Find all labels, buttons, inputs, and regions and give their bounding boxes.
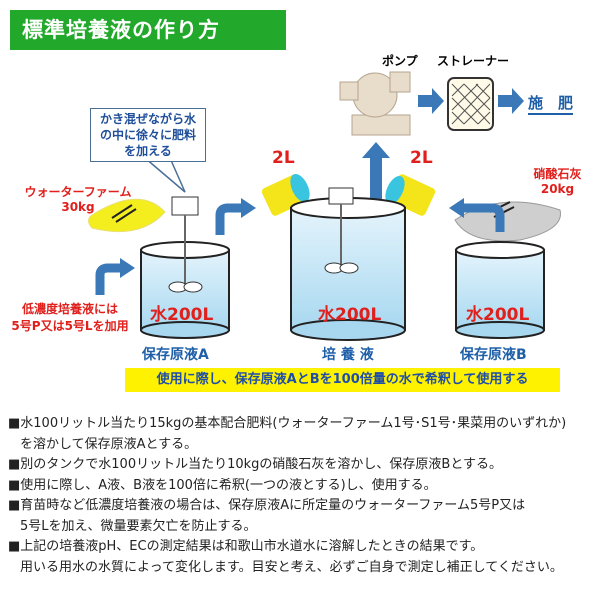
note-line: ■上記の培養液pH、ECの測定結果は和歌山市水道水に溶解したときの結果です。 — [8, 539, 484, 554]
tank-b-label: 保存原液B — [460, 347, 527, 363]
arrow-icon — [498, 88, 524, 114]
low-conc-line: 低濃度培養液には — [21, 302, 118, 316]
tank-center — [290, 197, 406, 341]
volume-label: 2L — [272, 148, 295, 168]
strainer-label: ストレーナー — [437, 54, 510, 68]
low-conc-note: 低濃度培養液には 5号P又は5号Lを加用 — [5, 300, 135, 334]
tank-a-water: 水200L — [150, 305, 214, 325]
mixer-icon — [324, 187, 359, 274]
tank-b-water: 水200L — [466, 305, 530, 325]
diagram — [88, 71, 561, 341]
tank-center-label: 培 養 液 — [322, 347, 374, 363]
notes: ■水100リットル当たり15kgの基本配合肥料(ウォーターファーム1号･S1号･… — [8, 414, 598, 578]
callout-line: の中に徐々に肥料 — [99, 128, 196, 142]
water-farm-weight: 30kg — [61, 200, 95, 214]
volume-label: 2L — [410, 148, 433, 168]
arrow-icon — [95, 263, 122, 295]
callout-line: を加える — [124, 144, 172, 158]
callout-line: かき混ぜながら水 — [99, 112, 196, 126]
arrow-icon — [462, 203, 505, 232]
note-line: ■使用に際し、A液、B液を100倍に希釈(一つの液とする)し、使用する。 — [8, 477, 437, 493]
note-line: 5号Lを加え、微量要素欠亡を防止する。 — [20, 518, 257, 534]
calcium-weight: 20kg — [540, 182, 575, 196]
tank-b — [455, 241, 545, 339]
dilution-banner: 使用に際し、保存原液AとBを100倍量の水で希釈して使用する — [125, 368, 560, 392]
note-line: を溶かして保存原液Aとする。 — [20, 436, 198, 452]
note-line: ■別のタンクで水100リットル当たり10kgの硝酸石灰を溶かし、保存原液Bとする… — [8, 457, 502, 472]
note-line: 用いる用水の水質によって変化します。目安と考え、必ずご自身で測定し補正してくださ… — [20, 559, 563, 575]
fertilizer-bag-icon — [88, 198, 166, 233]
page-title: 標準培養液の作り方 — [10, 10, 286, 50]
note-line: ■水100リットル当たり15kgの基本配合肥料(ウォーターファーム1号･S1号･… — [8, 416, 567, 431]
pump-icon — [339, 71, 411, 136]
water-farm-name: ウォーターファーム — [24, 185, 132, 199]
tank-center-water: 水200L — [318, 305, 382, 325]
arrow-icon — [362, 142, 390, 200]
pump-label: ポンプ — [382, 54, 418, 68]
arrow-icon — [215, 203, 243, 235]
calcium-name: 硝酸石灰 — [533, 167, 582, 181]
instruction-callout: かき混ぜながら水 の中に徐々に肥料 を加える — [90, 108, 206, 162]
mixer-icon — [168, 196, 203, 293]
low-conc-line: 5号P又は5号Lを加用 — [11, 319, 129, 333]
arrow-icon — [418, 88, 444, 114]
tank-a-label: 保存原液A — [142, 347, 209, 363]
strainer-icon — [447, 77, 494, 131]
fertigation-label: 施 肥 — [528, 92, 574, 115]
note-line: ■育苗時など低濃度培養液の場合は、保存原液Aに所定量のウォーターファーム5号P又… — [8, 498, 526, 513]
